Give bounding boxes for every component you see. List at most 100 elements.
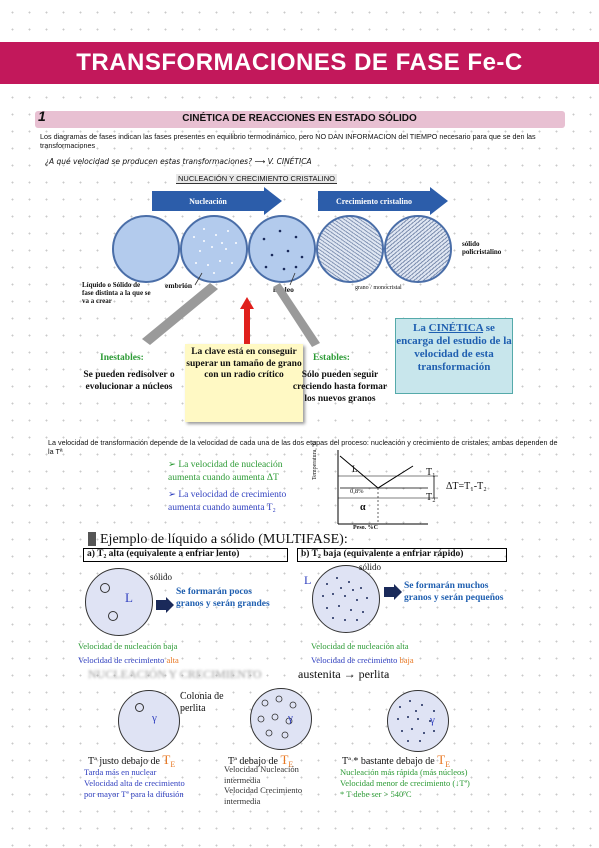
stage-liquid-circle bbox=[112, 215, 180, 283]
estables-title: Estables: bbox=[313, 353, 350, 363]
label-grano: grano / monocristal bbox=[355, 285, 402, 291]
grain-a1 bbox=[100, 583, 110, 593]
example-b-circle bbox=[312, 565, 380, 633]
arrow-nucleacion: Nucleación bbox=[152, 191, 264, 211]
example-b-header: b) T₂ baja (equivalente a enfriar rápido… bbox=[297, 548, 507, 562]
title-banner: TRANSFORMACIONES DE FASE Fe-C bbox=[0, 42, 599, 84]
intro-text: Los diagramas de fases indican las fases… bbox=[40, 132, 536, 150]
red-arrow-shaft bbox=[244, 308, 250, 344]
example-a-L: L bbox=[125, 590, 133, 605]
arrow-nucleacion-label: Nucleación bbox=[189, 196, 227, 206]
example-a-arrow-shaft bbox=[156, 600, 166, 610]
section-bar bbox=[35, 111, 565, 128]
cinetica-box-rest: se encarga del estudio de la velocidad d… bbox=[396, 322, 512, 373]
perlita-col1-title: Tª justo debajo de TE bbox=[88, 752, 175, 769]
label-embrion: embrión bbox=[165, 281, 193, 290]
page-title: TRANSFORMACIONES DE FASE Fe-C bbox=[76, 49, 523, 76]
section-title: CINÉTICA DE REACCIONES EN ESTADO SÓLIDO bbox=[182, 113, 417, 124]
example-b-result: Se formarán muchos granos y serán pequeñ… bbox=[404, 581, 504, 603]
example-b-dots bbox=[322, 577, 368, 621]
example-a-nuc-val: baja bbox=[163, 641, 178, 651]
perlita-gamma-2: γ bbox=[288, 712, 293, 724]
grain-a2 bbox=[108, 611, 118, 621]
perlita-circle-3 bbox=[387, 690, 449, 752]
example-b-solido: sólido bbox=[359, 562, 382, 572]
example-b-cre-label: Velocidad de crecimiento bbox=[311, 655, 400, 665]
perlita-col2-text: Velocidad Nucleación intermedia Velocida… bbox=[224, 764, 302, 806]
perlita-header: austenita → perlita bbox=[298, 667, 390, 681]
estables-text: Sólo pueden seguir creciendo hasta forma… bbox=[292, 370, 388, 404]
inestables-text: Se pueden redisolver o evolucionar a núc… bbox=[83, 370, 175, 392]
example-b-cre-val: baja bbox=[399, 655, 414, 665]
example-a-cre-label: Velocidad de crecimiento bbox=[78, 655, 167, 665]
diagram-connector-lines bbox=[142, 272, 320, 347]
perlita-col3-text: Nucleación más rápida (más núcleos) Velo… bbox=[340, 767, 470, 800]
arrow-crecimiento-head bbox=[430, 187, 448, 215]
perlita-col2-te: T bbox=[280, 752, 289, 767]
example-b-arrow-head bbox=[394, 584, 402, 600]
perlita-circle-2 bbox=[250, 688, 312, 750]
perlita-col3-te: T bbox=[437, 752, 446, 767]
diagram-header: NUCLEACIÓN Y CRECIMIENTO CRISTALINO bbox=[176, 174, 337, 184]
label-solido-policristalino: sólido policristalino bbox=[462, 240, 502, 256]
perlita-col2-title-text: Tª debajo de bbox=[228, 756, 278, 767]
example-b-arrow-shaft bbox=[384, 587, 394, 597]
red-arrow-head bbox=[240, 297, 254, 309]
stage-embryo-circle bbox=[180, 215, 248, 283]
perlita-circle-1 bbox=[118, 690, 180, 752]
stage-polycrystal-circle bbox=[384, 215, 452, 283]
graph-xlabel: Peso. %C bbox=[353, 525, 378, 531]
example-a-nuc: Velocidad de nucleación baja bbox=[78, 641, 177, 651]
perlita-col2-line: Velocidad Crecimiento bbox=[224, 785, 303, 795]
example-a-cre: Velocidad de crecimiento alta bbox=[78, 655, 179, 665]
cinetica-box: La CINÉTICA se encarga del estudio de la… bbox=[395, 318, 513, 394]
perlita-col3-te-sub: E bbox=[445, 760, 451, 769]
arrow-nucleacion-head bbox=[264, 187, 282, 215]
perlita-col3-title-text: Tª * bastante debajo de bbox=[342, 756, 435, 767]
graph-delta: ΔT=T₁-T₂ bbox=[446, 481, 487, 492]
perlita-circle-3-dots bbox=[397, 700, 435, 742]
velocity-bullet-1: ➢ La velocidad de nucleación aumenta cua… bbox=[168, 459, 313, 484]
label-liquido: Líquido o Sólido de fase distinta a la q… bbox=[82, 281, 151, 305]
phase-graph bbox=[337, 450, 438, 525]
perlita-gamma-3: γ bbox=[430, 714, 435, 726]
perlita-col3-line: * T debe ser > 540ºC bbox=[340, 789, 412, 799]
question-note: ¿A qué velocidad se producen estas trans… bbox=[45, 157, 312, 166]
graph-L: L bbox=[352, 464, 358, 474]
perlita-col1-title-text: Tª justo debajo de bbox=[88, 756, 160, 767]
example-a-cre-val: alta bbox=[166, 655, 179, 665]
perlita-col3-line: Velocidad menor de crecimiento (↓Tª) bbox=[340, 778, 470, 788]
example-a-nuc-label: Velocidad de nucleación bbox=[78, 641, 164, 651]
example-a-result: Se formarán pocos granos y serán grandes bbox=[176, 587, 270, 609]
cinetica-box-pre: La bbox=[413, 322, 426, 334]
inestables-title: Inestables: bbox=[100, 353, 144, 363]
velocity-bullet-1-text: La velocidad de nucleación aumenta cuand… bbox=[168, 460, 283, 483]
velocity-text: La velocidad de transformación depende d… bbox=[48, 438, 558, 456]
cinetica-box-word: CINÉTICA bbox=[428, 322, 484, 334]
perlita-col2-title: Tª debajo de TE bbox=[228, 752, 293, 769]
perlita-col3-line: Nucleación más rápida (más núcleos) bbox=[340, 767, 468, 777]
colony-dot bbox=[135, 703, 144, 712]
arrow-crecimiento-label: Crecimiento cristalino bbox=[335, 196, 413, 206]
perlita-col1-line: Tarda más en nuclear bbox=[84, 767, 157, 777]
perlita-col2-te-sub: E bbox=[288, 760, 294, 769]
embryo-dots bbox=[193, 228, 237, 274]
perlita-gamma-1: γ bbox=[152, 712, 157, 724]
graph-pct: 0,8% bbox=[350, 488, 364, 495]
arrow-crecimiento: Crecimiento cristalino bbox=[318, 191, 430, 211]
perlita-col2-line: intermedia bbox=[224, 795, 261, 806]
section-number: 1 bbox=[38, 108, 46, 124]
example-title: Ejemplo de líquido a sólido (MULTIFASE): bbox=[100, 532, 348, 547]
perlita-col1-te-sub: E bbox=[170, 760, 176, 769]
perlita-col1-line: por mayor Tª para la difusión bbox=[84, 789, 184, 799]
example-b-nuc: Velocidad de nucleación alta bbox=[311, 641, 408, 651]
perlita-col3-title: Tª * bastante debajo de TE bbox=[342, 752, 450, 769]
example-a-solido: sólido bbox=[150, 572, 173, 582]
example-a-header: a) T₂ alta (equivalente a enfriar lento) bbox=[83, 548, 288, 562]
perlita-col1-te: T bbox=[162, 752, 171, 767]
velocity-bullet-2-text: La velocidad de crecimiento aumenta cuan… bbox=[168, 490, 287, 513]
graph-T1: T₁ bbox=[426, 467, 436, 478]
clave-box: La clave está en conseguir superar un ta… bbox=[185, 344, 303, 422]
example-b-L: L bbox=[304, 573, 312, 587]
graph-liquidus bbox=[339, 455, 414, 489]
